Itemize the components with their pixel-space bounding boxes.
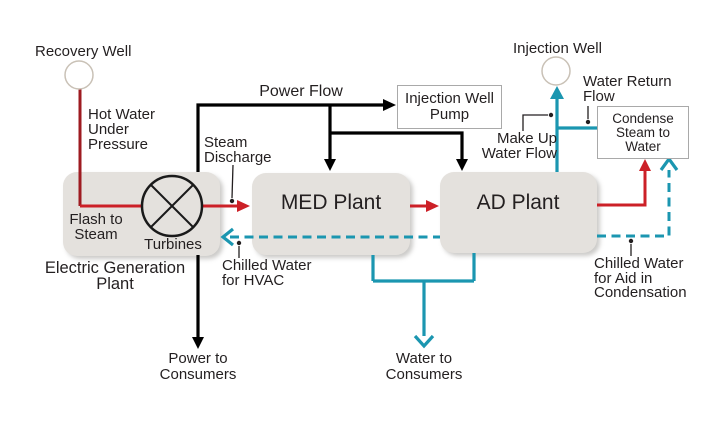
injection-well-pump-box: Injection Well Pump: [397, 85, 502, 129]
hot-water-label: Hot Water Under Pressure: [88, 106, 155, 153]
chilled-water-condensation-line: [597, 156, 679, 238]
water-to-consumers-label: Water to Consumers: [385, 350, 463, 383]
injection-well-icon: [541, 56, 571, 86]
chilled-water-hvac-label: Chilled Water for HVAC: [222, 257, 312, 289]
water-return-flow-label: Water Return Flow: [583, 73, 672, 105]
power-to-consumers-label: Power to Consumers: [159, 350, 237, 383]
injection-well-pump-label: Injection Well Pump: [405, 90, 494, 123]
water-to-consumers-line: [371, 253, 476, 349]
med-plant-label: MED Plant: [280, 191, 382, 214]
ad-plant-label: AD Plant: [476, 191, 560, 214]
injection-well-label: Injection Well: [513, 40, 602, 57]
chilled-water-condensation-label: Chilled Water for Aid in Condensation: [594, 255, 687, 301]
electric-generation-plant-label: Electric Generation Plant: [44, 259, 186, 293]
steam-discharge-label: Steam Discharge: [204, 134, 272, 166]
power-flow-label: Power Flow: [259, 83, 343, 100]
flash-to-steam-label: Flash to Steam: [69, 211, 123, 243]
recovery-well-icon: [64, 60, 94, 90]
turbines-label: Turbines: [144, 236, 202, 253]
condense-steam-box: Condense Steam to Water: [597, 106, 689, 159]
med-plant-box: [252, 173, 410, 255]
recovery-well-label: Recovery Well: [35, 43, 132, 60]
power-to-consumers-line: [192, 255, 204, 349]
make-up-water-flow-label: Make Up Water Flow: [481, 130, 557, 162]
condense-steam-label: Condense Steam to Water: [612, 110, 674, 154]
ad-plant-box: [440, 172, 597, 253]
